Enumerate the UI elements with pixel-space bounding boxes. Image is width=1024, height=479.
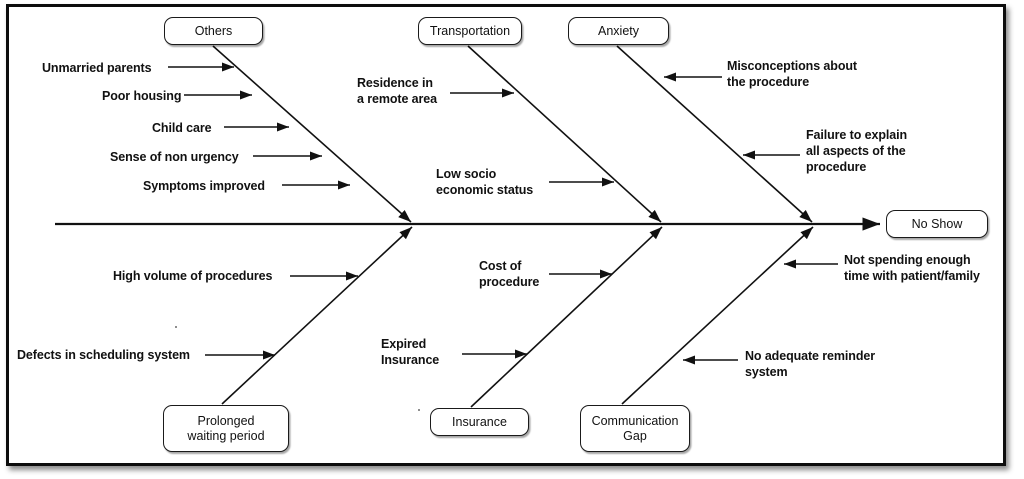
cause-label-failure-to-explain: Failure to explain all aspects of the pr… <box>806 128 908 174</box>
rib-communication-gap <box>621 226 814 405</box>
category-label-communication-gap: Communication Gap <box>591 413 679 443</box>
category-label-prolonged-waiting-period: Prolonged waiting period <box>187 413 265 443</box>
cause-label-defects-in-scheduling-system: Defects in scheduling system <box>17 348 190 362</box>
rib-insurance <box>470 226 663 408</box>
cause-label-misconceptions-about-procedure: Misconceptions about the procedure <box>727 59 857 89</box>
cause-label-expired-insurance: Expired Insurance <box>381 337 440 367</box>
category-label-anxiety: Anxiety <box>598 23 639 38</box>
category-label-transportation: Transportation <box>429 23 511 38</box>
category-box-anxiety[interactable]: Anxiety <box>568 17 669 45</box>
scan-speck <box>418 409 420 411</box>
category-box-others[interactable]: Others <box>164 17 263 45</box>
category-label-others: Others <box>194 23 233 38</box>
cause-label-residence-remote-area: Residence in a remote area <box>357 76 437 106</box>
cause-label-low-socio-economic-status: Low socio economic status <box>436 167 534 197</box>
rib-others <box>212 45 412 223</box>
category-label-insurance: Insurance <box>452 414 507 429</box>
cause-label-not-spending-enough-time: Not spending enough time with patient/fa… <box>844 253 980 283</box>
effect-box-no-show[interactable]: No Show <box>886 210 988 238</box>
category-box-prolonged-waiting-period[interactable]: Prolonged waiting period <box>163 405 289 452</box>
cause-label-unmarried-parents: Unmarried parents <box>42 61 152 75</box>
cause-label-poor-housing: Poor housing <box>102 89 182 103</box>
scan-speck <box>175 326 177 328</box>
rib-transportation <box>467 45 662 223</box>
cause-label-symptoms-improved: Symptoms improved <box>143 179 265 193</box>
cause-label-cost-of-procedure: Cost of procedure <box>479 259 540 289</box>
category-box-insurance[interactable]: Insurance <box>430 408 529 436</box>
rib-anxiety <box>616 45 813 223</box>
category-box-communication-gap[interactable]: Communication Gap <box>580 405 690 452</box>
cause-label-child-care: Child care <box>152 121 212 135</box>
cause-label-no-adequate-reminder-system: No adequate reminder system <box>745 349 875 379</box>
effect-label: No Show <box>911 216 963 231</box>
category-box-transportation[interactable]: Transportation <box>418 17 522 45</box>
rib-prolonged-waiting-period <box>221 226 413 405</box>
cause-label-sense-of-non-urgency: Sense of non urgency <box>110 150 239 164</box>
cause-label-high-volume-of-procedures: High volume of procedures <box>113 269 273 283</box>
